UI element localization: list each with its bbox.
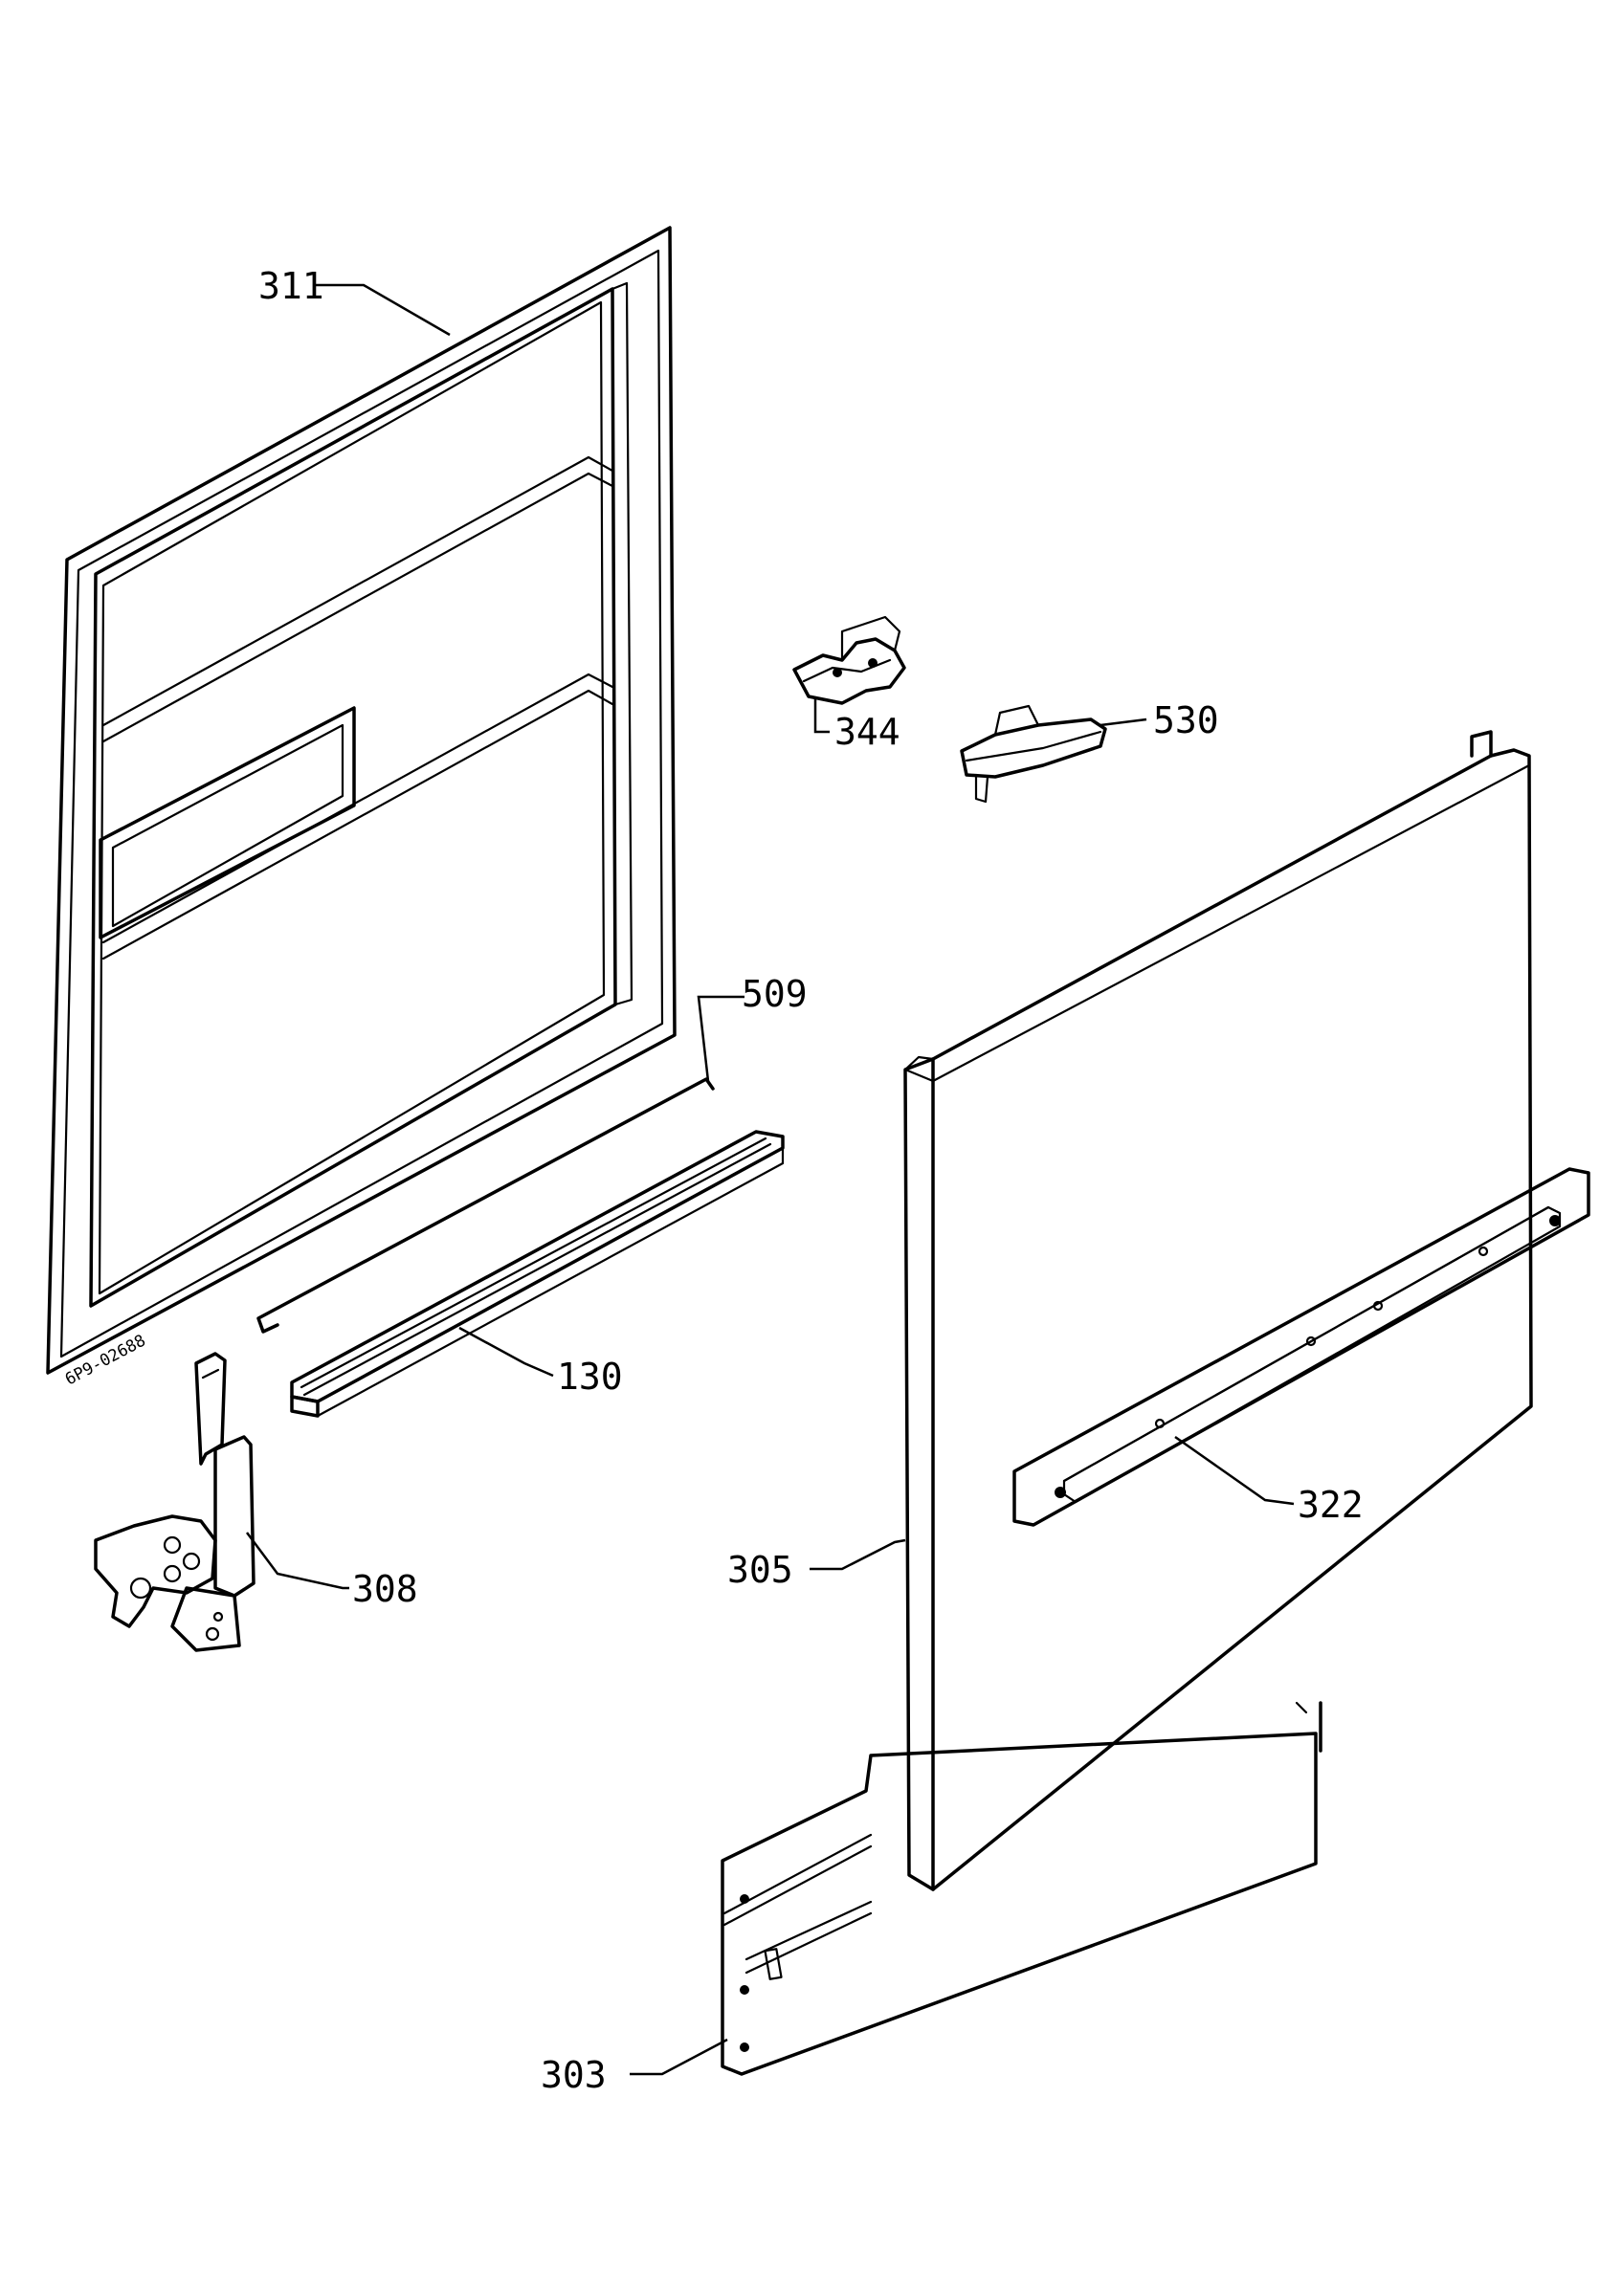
part-530-handle bbox=[960, 704, 1147, 804]
callout-322: 322 bbox=[1298, 1484, 1364, 1526]
callout-305: 305 bbox=[727, 1549, 793, 1591]
callout-303: 303 bbox=[541, 2054, 607, 2096]
part-344-latch bbox=[792, 615, 906, 734]
callout-311: 311 bbox=[258, 265, 324, 307]
callout-308: 308 bbox=[352, 1568, 418, 1610]
callout-509: 509 bbox=[742, 973, 808, 1015]
callout-530: 530 bbox=[1153, 699, 1219, 741]
part-322-handle-rail bbox=[1012, 1167, 1590, 1527]
callout-130: 130 bbox=[557, 1356, 623, 1398]
part-509-rod bbox=[256, 995, 744, 1334]
part-311-inner-door-frame bbox=[46, 226, 677, 1375]
part-308-hinge bbox=[94, 1352, 349, 1652]
part-305-outer-door-panel bbox=[810, 730, 1533, 1891]
part-130-seal-strip bbox=[290, 1130, 785, 1418]
part-303-bracket-plate bbox=[630, 1701, 1322, 2076]
callout-344: 344 bbox=[834, 711, 900, 753]
leader-311 bbox=[314, 283, 451, 337]
